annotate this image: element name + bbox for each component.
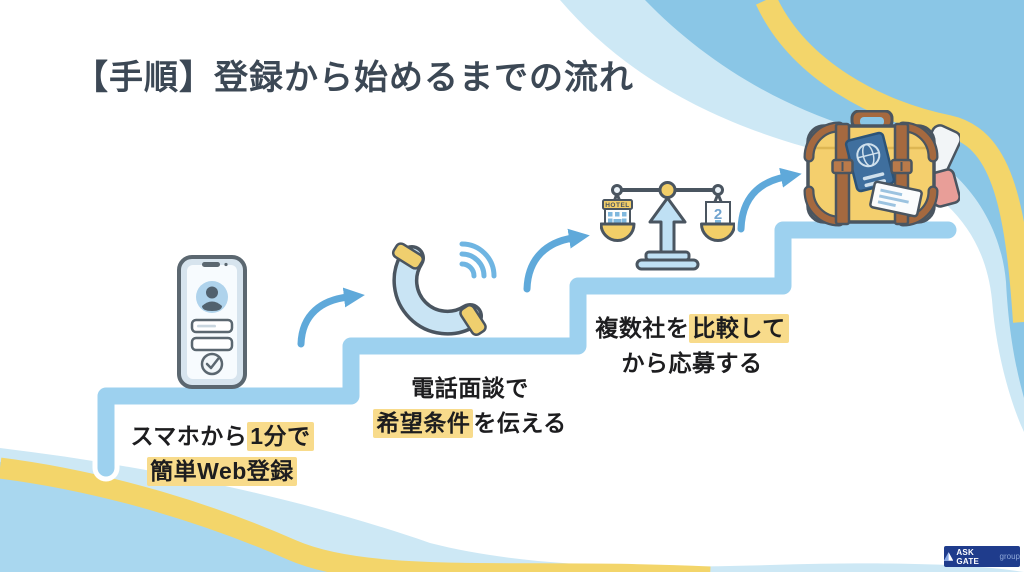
step2-line2: 希望条件を伝える [355, 407, 585, 439]
yellow-ribbon-top [755, 0, 1024, 323]
logo-suffix-text: group [999, 552, 1020, 561]
balance-scale-icon: HOTEL 2 [599, 162, 736, 280]
highlight: 1分で [247, 422, 314, 451]
flow-arrow-3 [737, 167, 802, 233]
step-label-2: 電話面談で 希望条件を伝える [355, 372, 585, 439]
wave-top-right [560, 0, 1024, 432]
flow-arrow-1 [297, 287, 365, 348]
yellow-ribbon-bottom [0, 457, 711, 572]
highlight: 比較して [689, 314, 789, 343]
phone-handset-icon [382, 236, 502, 341]
step2-line1: 電話面談で [411, 375, 529, 401]
rank-number-label: 2 [714, 206, 722, 223]
smartphone-icon [176, 254, 248, 390]
highlight: 簡単Web登録 [147, 457, 297, 486]
ask-gate-logo: ASK GATE group [944, 546, 1020, 567]
highlight: 希望条件 [373, 409, 474, 438]
sound-waves-icon [459, 241, 497, 279]
step3-line2: から応募する [621, 350, 763, 376]
step3-line1: 複数社を比較して [572, 312, 812, 344]
step1-line2: 簡単Web登録 [97, 455, 347, 487]
page-title: 【手順】登録から始めるまでの流れ [74, 59, 634, 97]
step-label-3: 複数社を比較して から応募する [572, 312, 812, 379]
staircase [92, 216, 962, 482]
wave-bottom-left [0, 448, 1024, 572]
hotel-sign-label: HOTEL [605, 202, 630, 209]
suitcase-icon [798, 109, 962, 228]
brand-mountain-icon [944, 552, 954, 561]
logo-brand-text: ASK GATE [956, 547, 980, 566]
flow-arrow-2 [523, 228, 590, 293]
